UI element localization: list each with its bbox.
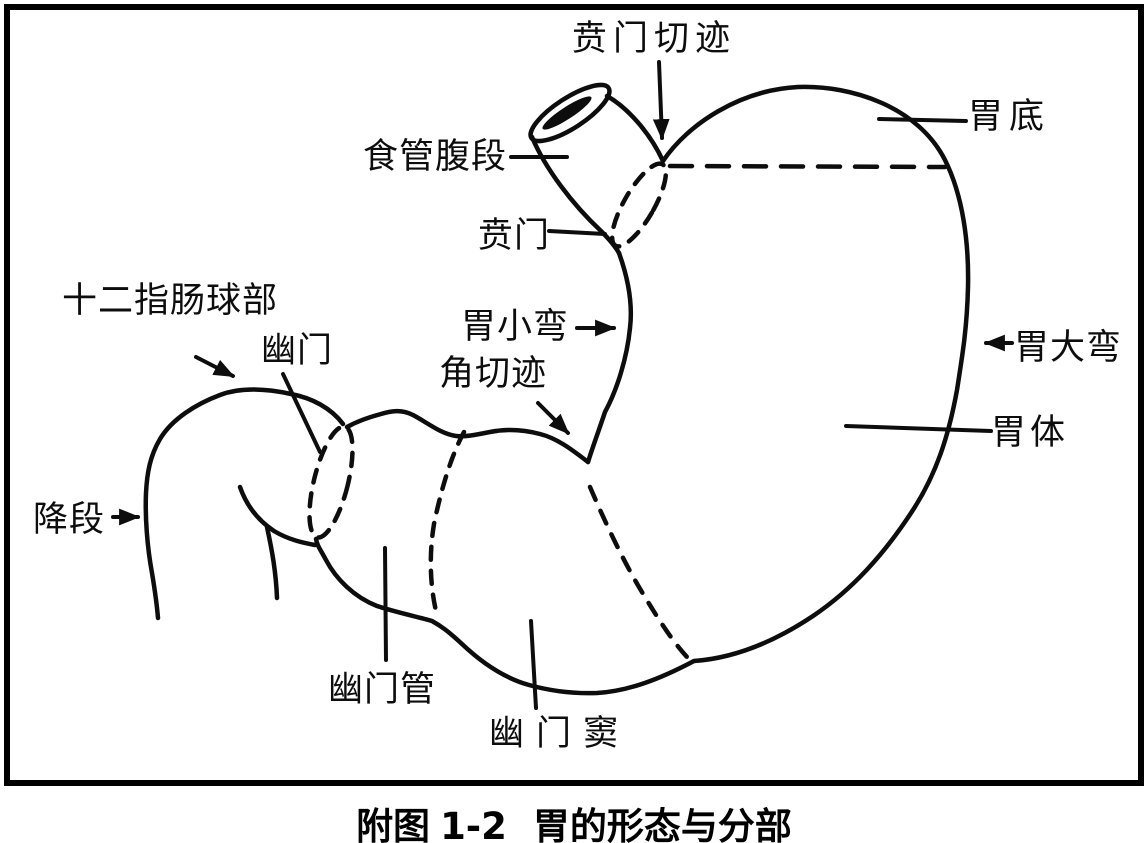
caption-prefix: 附图 [356, 805, 431, 843]
pyloric-antrum-label: 幽门窦 [489, 714, 631, 754]
lesser-curvature-label: 胃小弯 [461, 307, 570, 347]
pylorus-ring-dashed [307, 424, 355, 540]
cardia-ring-dashed [609, 161, 669, 249]
pyloric-canal-leader [383, 546, 388, 662]
pylorus-leader [281, 372, 322, 454]
angular-incisure-arrow [536, 401, 570, 435]
angular-incisure-label: 角切迹 [439, 354, 548, 394]
stomach-body-leader [844, 424, 993, 433]
caption-number: 1-2 [440, 805, 507, 843]
pyloric-part-upper-edge [344, 408, 591, 465]
fundus-label: 胃底 [968, 97, 1051, 137]
lesser-curvature-line [585, 250, 634, 465]
diagram-border-frame [4, 4, 1144, 786]
cardiac-notch-arrow [652, 60, 670, 141]
pyloric-antrum-leader [529, 619, 538, 710]
cardia-label: 贲门 [478, 216, 551, 256]
stomach-outline [313, 84, 971, 696]
duodenal-bulb-arrow [194, 355, 235, 378]
antrum-body-divider-dashed [587, 484, 690, 660]
cardia-leader [547, 229, 607, 236]
stomach-body-label: 胃体 [991, 413, 1070, 453]
pylorus-label: 幽门 [261, 331, 334, 371]
caption-title: 胃的形态与分部 [532, 805, 792, 843]
fundus-leader [877, 117, 968, 123]
esophagus-lumen-shading [542, 96, 592, 130]
cardiac-notch-label: 贲门切迹 [572, 19, 737, 59]
esophagus-right-edge [604, 93, 666, 164]
duodenal-bulb-label: 十二指肠球部 [62, 281, 279, 321]
fundus-boundary-dashed [667, 163, 948, 170]
abdominal-esophagus-label: 食管腹段 [363, 137, 508, 177]
pyloric-canal-label: 幽门管 [328, 670, 437, 710]
canal-antrum-divider-dashed [428, 429, 467, 614]
duodenum-inner-fold [264, 524, 280, 601]
figure-caption: 附图 1-2 胃的形态与分部 [0, 796, 1148, 843]
duodenum-outer-wall [143, 387, 346, 621]
duodenum-inner-wall [237, 484, 318, 548]
greater-curvature-label: 胃大弯 [1014, 328, 1123, 368]
descending-part-label: 降段 [33, 500, 106, 540]
